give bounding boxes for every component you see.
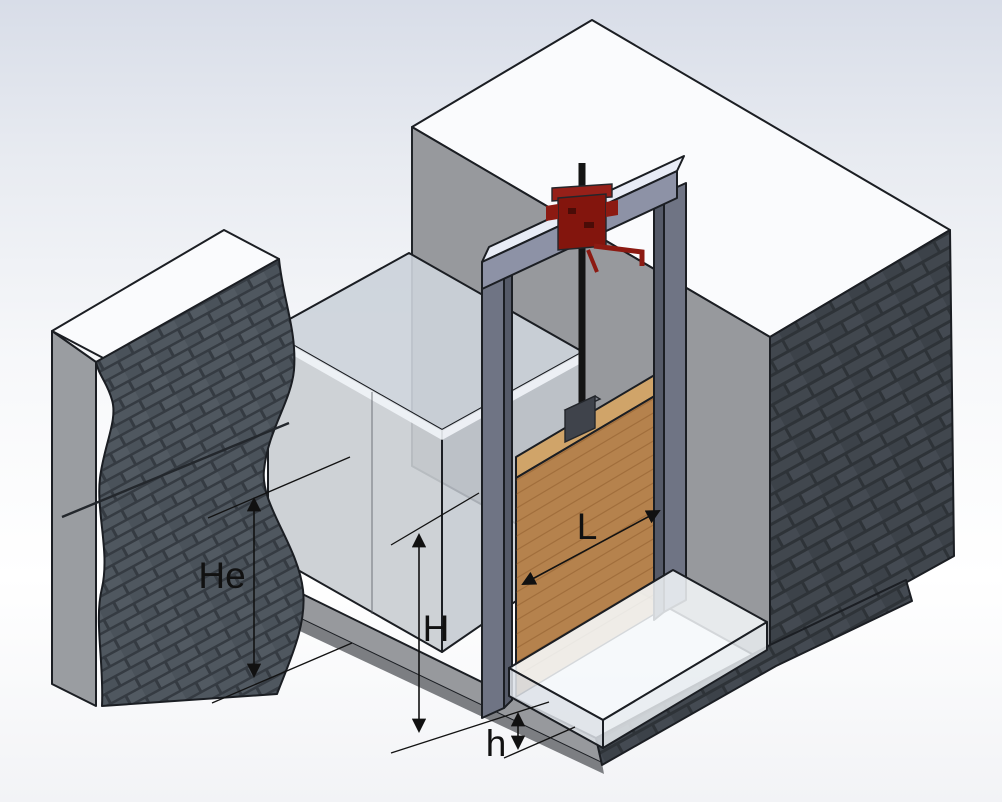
floor-brick-band [595,579,913,766]
downstream-water-side-face [602,621,768,749]
H-extension-top [390,492,480,546]
dimension-label-He: He [198,555,245,596]
dimension-label-H: H [423,608,450,649]
dimension-label-h: h [486,723,507,764]
rod-bracket [564,394,596,444]
actuator-left-tab [546,204,558,221]
h-extension-bottom [503,726,576,759]
waterline-highlight-left [268,331,442,440]
H-extension-bottom [390,701,550,754]
crank-handle [593,243,645,266]
dimension-annotations: He H L h [198,456,661,764]
actuator-detail-2 [584,222,594,228]
left-wall-end-face [51,330,97,707]
frame-right-post-side [653,192,665,621]
upstream-waterline-mark [61,421,290,519]
actuator-detail-1 [568,208,576,214]
spindle-actuator [546,163,645,444]
upstream-water [267,252,584,653]
gate-frame [481,155,687,719]
right-block-brick-face [769,229,955,659]
frame-left-post-front [481,257,505,719]
L-dimension-arrow [521,510,661,585]
frame-right-post-front [663,182,687,613]
actuator-body [557,193,607,251]
frame-left-post-side [503,253,513,709]
He-extension-top [207,456,351,519]
downstream-water [508,569,768,749]
dimension-label-L: L [577,506,598,547]
He-extension-bottom [211,642,353,704]
crank-hook [586,249,599,273]
actuator-right-tab [606,200,618,217]
